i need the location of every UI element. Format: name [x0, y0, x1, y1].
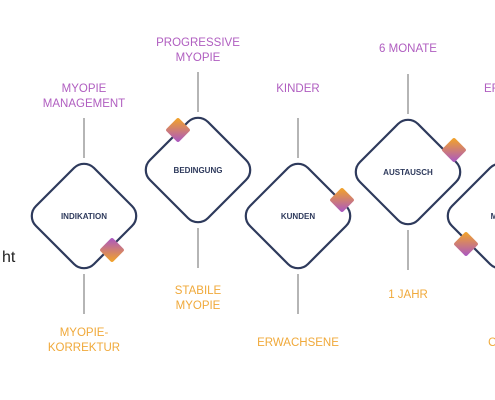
nodes-layer: INDIKATION MYOPIE MANAGEMENT MYOPIE- KORREKT… — [30, 37, 495, 354]
top-label: ERFO — [484, 83, 495, 95]
diamond-shape — [244, 162, 352, 270]
node-name: AUSTAUSCH — [383, 168, 433, 177]
node-mon: MON ERFO OPT — [446, 83, 495, 349]
bottom-label: MYOPIE- — [60, 327, 109, 339]
top-label: MYOPIE — [62, 83, 107, 95]
top-label: PROGRESSIVE — [156, 37, 240, 49]
bottom-label: ERWACHSENE — [257, 337, 339, 349]
diamond-shape — [144, 116, 252, 224]
node-bedingung: BEDINGUNG PROGRESSIVE MYOPIE STABILE MYOPIE — [144, 37, 252, 312]
node-kunden: KUNDEN KINDER ERWACHSENE — [244, 83, 354, 349]
top-label: KINDER — [276, 83, 319, 95]
top-label: MYOPIE — [176, 52, 221, 64]
node-name: INDIKATION — [61, 212, 107, 221]
diamond-shape — [354, 118, 462, 226]
accent-diamond — [454, 232, 478, 256]
bottom-label: OPT — [488, 337, 495, 349]
node-name: BEDINGUNG — [174, 166, 223, 175]
top-label: 6 MONATE — [379, 43, 437, 55]
accent-diamond — [100, 238, 124, 262]
node-indikation: INDIKATION MYOPIE MANAGEMENT MYOPIE- KORREKT… — [30, 83, 138, 354]
accent-diamond — [330, 188, 354, 212]
partial-side-text: ht — [2, 249, 16, 266]
node-name: KUNDEN — [281, 212, 315, 221]
top-label: MANAGEMENT — [43, 98, 125, 110]
node-name: MON — [491, 212, 495, 221]
bottom-label: KORREKTUR — [48, 342, 120, 354]
bottom-label: MYOPIE — [176, 300, 221, 312]
node-austausch: AUSTAUSCH 6 MONATE 1 JAHR — [354, 43, 466, 301]
bottom-label: 1 JAHR — [388, 289, 428, 301]
accent-diamond — [166, 118, 190, 142]
accent-diamond — [442, 138, 466, 162]
bottom-label: STABILE — [175, 285, 222, 297]
